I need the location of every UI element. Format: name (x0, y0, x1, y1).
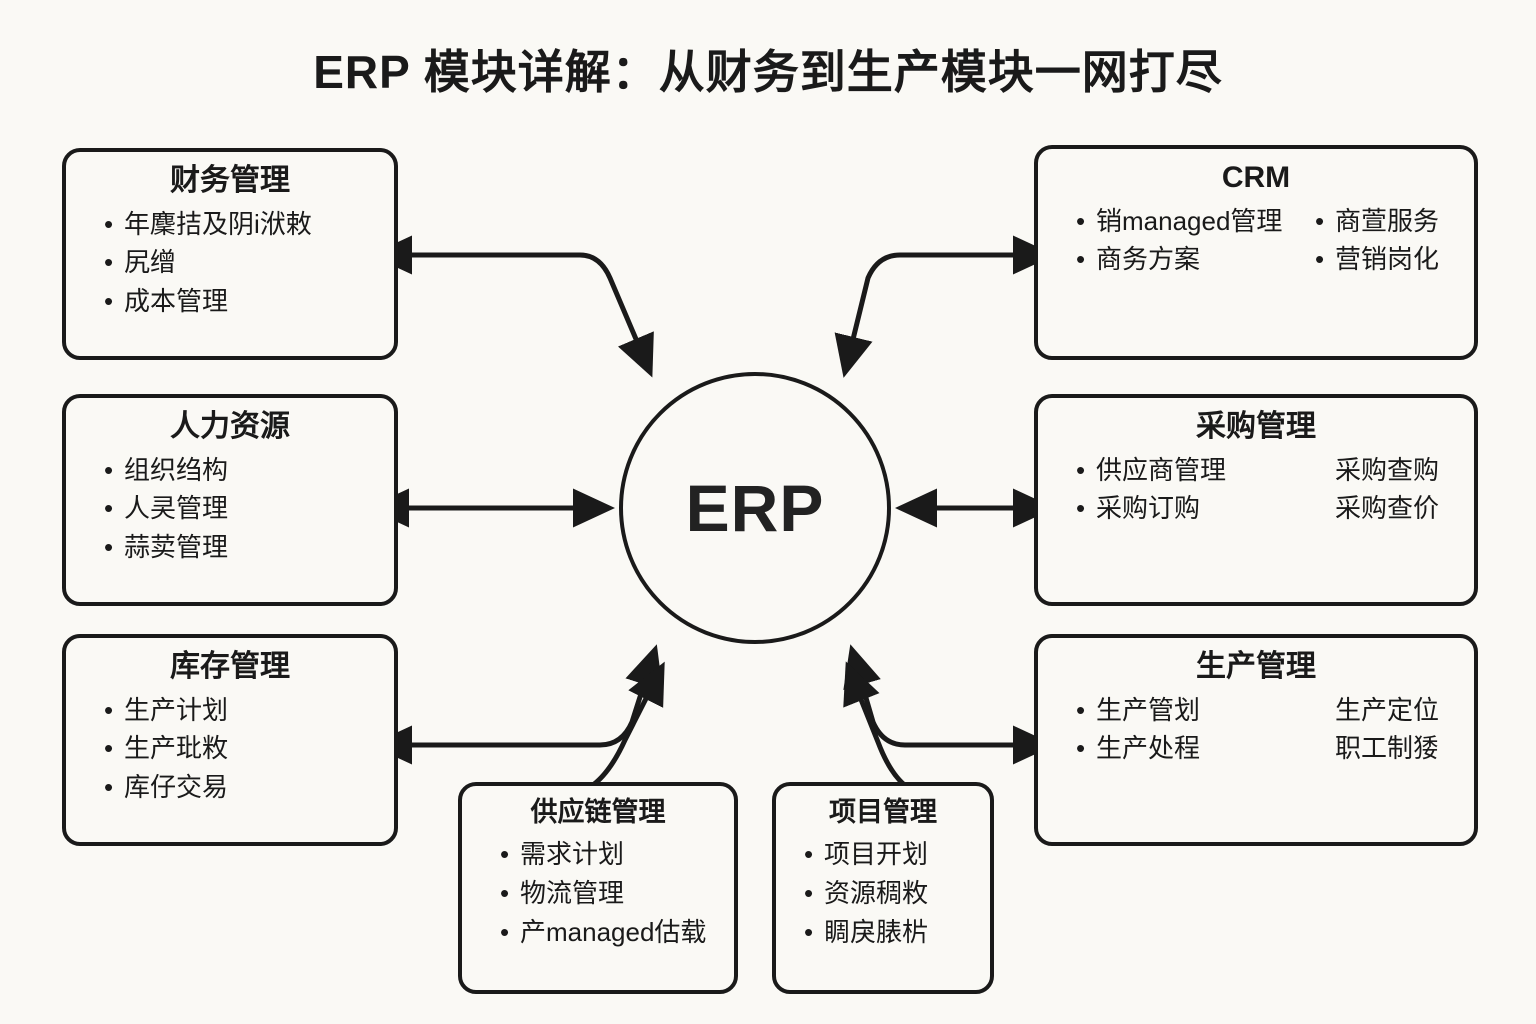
list-item: •库仔交易 (104, 769, 380, 806)
connector-inventory-hub (369, 644, 663, 765)
list-item: •采购订购 (1076, 490, 1291, 527)
module-items-purchasing: •供应商管理 •采购订购 •采购查购 •采购查价 (1052, 452, 1460, 528)
bullet-icon: • (104, 772, 114, 803)
bullet-icon: • (104, 493, 114, 524)
module-title-production: 生产管理 (1196, 650, 1316, 683)
module-items-production-right: •生产定位 •职工制㹻 (1291, 692, 1439, 768)
module-box-crm[interactable]: CRM •销managed管理 •商务方案 •商萱服务 •营销岗化 (1034, 145, 1478, 360)
module-title-purchasing: 采购管理 (1196, 410, 1316, 443)
module-title-crm: CRM (1221, 161, 1291, 194)
module-title-finance: 财务管理 (170, 164, 290, 197)
list-item: •销managed管理 (1076, 203, 1291, 240)
module-items-crm-right: •商萱服务 •营销岗化 (1291, 203, 1439, 279)
list-item: •职工制㹻 (1335, 733, 1440, 764)
list-item: •人㚑管理 (104, 490, 380, 527)
bullet-icon: • (1076, 733, 1086, 764)
list-item: •成本管理 (104, 283, 380, 320)
module-items-project: •项目开划 •资源稠敉 •睭戾脿㭊 (790, 836, 976, 951)
module-items-hr: •组织绉构 •人㚑管理 •蒜荬管理 (80, 452, 380, 567)
bullet-icon: • (104, 532, 114, 563)
list-item: •生产处程 (1076, 730, 1291, 767)
list-item: •生产管划 (1076, 692, 1291, 729)
bullet-icon: • (104, 208, 114, 239)
module-box-hr[interactable]: 人力资源 •组织绉构 •人㚑管理 •蒜荬管理 (62, 394, 398, 606)
bullet-icon: • (804, 838, 814, 869)
connector-production-hub (843, 644, 1056, 765)
module-items-purchasing-right: •采购查购 •采购查价 (1291, 452, 1439, 528)
list-item: •营销岗化 (1315, 241, 1439, 278)
list-item: •资源稠敉 (804, 875, 976, 912)
module-box-inventory[interactable]: 库存管理 •生产计划 •生产玭敉 •库仔交易 (62, 634, 398, 846)
module-items-production-left: •生产管划 •生产处程 (1052, 692, 1291, 768)
list-item: •供应商管理 (1076, 452, 1291, 489)
module-title-inventory: 库存管理 (170, 650, 290, 683)
bullet-icon: • (500, 877, 510, 908)
bullet-icon: • (1315, 205, 1325, 236)
bullet-icon: • (1076, 244, 1086, 275)
module-title-hr: 人力资源 (170, 410, 290, 443)
connector-project-hub (843, 661, 931, 798)
bullet-icon: • (1315, 244, 1325, 275)
bullet-icon: • (1076, 205, 1086, 236)
module-box-supply-chain[interactable]: 供应链管理 •需求计划 •物流管理 •产managed估载 (458, 782, 738, 994)
list-item: •蒜荬管理 (104, 529, 380, 566)
bullet-icon: • (104, 247, 114, 278)
list-item: •生产计划 (104, 692, 380, 729)
module-items-crm-left: •销managed管理 •商务方案 (1052, 203, 1291, 279)
bullet-icon: • (1076, 493, 1086, 524)
bullet-icon: • (1076, 454, 1086, 485)
list-item: •商萱服务 (1315, 203, 1439, 240)
module-items-supply-chain: •需求计划 •物流管理 •产managed估载 (476, 836, 720, 951)
connector-finance-hub (369, 235, 654, 378)
list-item: •需求计划 (500, 836, 720, 873)
bullet-icon: • (500, 916, 510, 947)
bullet-icon: • (1076, 694, 1086, 725)
list-item: •生产定位 (1335, 694, 1440, 725)
list-item: •产managed估载 (500, 914, 720, 951)
bullet-icon: • (804, 877, 814, 908)
list-item: •尻缯 (104, 244, 380, 281)
list-item: •生产玭敉 (104, 730, 380, 767)
module-box-finance[interactable]: 财务管理 •年麇拮及阴i洑敕 •尻缯 •成本管理 (62, 148, 398, 360)
erp-hub-circle[interactable]: ERP (619, 372, 891, 644)
bullet-icon: • (104, 286, 114, 317)
bullet-icon: • (104, 454, 114, 485)
erp-hub-label: ERP (685, 471, 825, 545)
module-items-production: •生产管划 •生产处程 •生产定位 •职工制㹻 (1052, 692, 1460, 768)
bullet-icon: • (104, 694, 114, 725)
list-item: •睭戾脿㭊 (804, 914, 976, 951)
list-item: •商务方案 (1076, 241, 1291, 278)
bullet-icon: • (104, 733, 114, 764)
connector-supplychain-hub (564, 661, 665, 798)
module-box-project[interactable]: 项目管理 •项目开划 •资源稠敉 •睭戾脿㭊 (772, 782, 994, 994)
page-title: ERP 模块详解：从财务到生产模块一网打尽 (313, 46, 1223, 98)
module-items-crm: •销managed管理 •商务方案 •商萱服务 •营销岗化 (1052, 203, 1460, 279)
module-items-purchasing-left: •供应商管理 •采购订购 (1052, 452, 1291, 528)
list-item: •物流管理 (500, 875, 720, 912)
list-item: •采购查价 (1335, 493, 1440, 524)
module-box-production[interactable]: 生产管理 •生产管划 •生产处程 •生产定位 •职工制㹻 (1034, 634, 1478, 846)
list-item: •采购查购 (1335, 454, 1440, 485)
module-items-finance: •年麇拮及阴i洑敕 •尻缯 •成本管理 (80, 206, 380, 321)
list-item: •年麇拮及阴i洑敕 (104, 206, 380, 243)
bullet-icon: • (500, 838, 510, 869)
module-box-purchasing[interactable]: 采购管理 •供应商管理 •采购订购 •采购查购 •采购查价 (1034, 394, 1478, 606)
list-item: •项目开划 (804, 836, 976, 873)
bullet-icon: • (804, 916, 814, 947)
module-items-inventory: •生产计划 •生产玭敉 •库仔交易 (80, 692, 380, 807)
connector-crm-hub (834, 235, 1056, 378)
module-title-supply-chain: 供应链管理 (530, 797, 666, 827)
list-item: •组织绉构 (104, 452, 380, 489)
module-title-project: 项目管理 (829, 797, 937, 827)
